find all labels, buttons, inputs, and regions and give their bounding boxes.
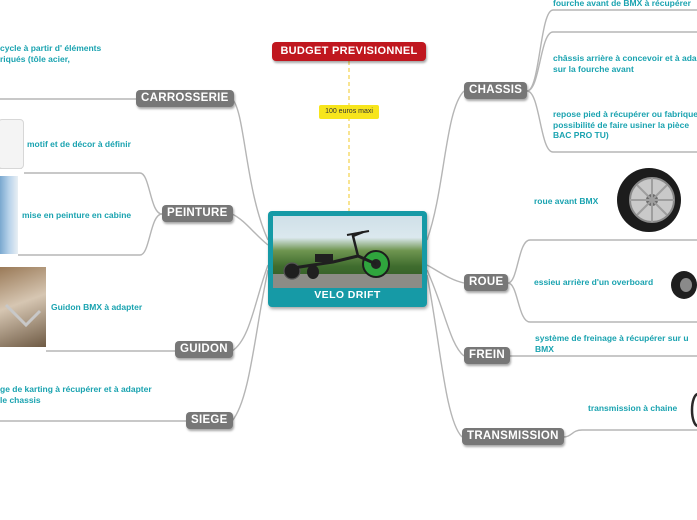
carrosserie-note[interactable]: cycle à partir d' éléments riqués (tôle … bbox=[0, 43, 101, 64]
frein-branch bbox=[426, 269, 465, 357]
transmission-branch bbox=[426, 274, 463, 438]
frein-note[interactable]: système de freinage à récupérer sur u BM… bbox=[535, 333, 689, 354]
guidon-note[interactable]: Guidon BMX à adapter bbox=[51, 302, 143, 312]
wheel-icon bbox=[617, 168, 681, 232]
overboard-axle-image bbox=[668, 270, 697, 300]
drift-trike-icon bbox=[283, 230, 390, 280]
chain-icon bbox=[690, 392, 697, 428]
peinture-note-1[interactable]: motif et de décor à définir bbox=[27, 139, 131, 149]
roue-branch bbox=[426, 264, 465, 284]
roue-note-1[interactable]: roue avant BMX bbox=[534, 196, 599, 206]
chassis-note-2[interactable]: châssis arrière à concevoir et à adapter… bbox=[553, 53, 697, 74]
roue-sub-2 bbox=[507, 282, 697, 323]
chassis-note-3-line-3: BAC PRO TU) bbox=[553, 130, 609, 140]
chassis-sub-2 bbox=[526, 31, 697, 92]
central-title: VELO DRIFT bbox=[314, 289, 381, 301]
peinture-branch bbox=[231, 213, 269, 246]
chain-image bbox=[690, 390, 697, 430]
carrosserie-note-line-2: riqués (tôle acier, bbox=[0, 53, 70, 64]
peinture-sub-1 bbox=[24, 172, 163, 215]
decor-sample-image bbox=[0, 119, 24, 169]
chassis-note-2-line-1: châssis arrière à concevoir et à adapter bbox=[553, 53, 697, 63]
chassis-note-2-line-2: sur la fourche avant bbox=[553, 63, 634, 74]
topic-guidon[interactable]: GUIDON bbox=[175, 341, 233, 358]
chassis-note-3[interactable]: repose pied à récupérer ou fabriquer pos… bbox=[553, 109, 697, 141]
central-topic[interactable]: VELO DRIFT bbox=[268, 211, 427, 307]
chassis-sub-1 bbox=[526, 9, 697, 92]
paint-booth-image bbox=[0, 176, 18, 254]
siege-note-line-2: le chassis bbox=[0, 394, 41, 405]
peinture-sub-2 bbox=[18, 213, 163, 256]
topic-siege[interactable]: SIEGE bbox=[186, 412, 233, 429]
siege-note-line-1: ge de karting à récupérer et à adapter bbox=[0, 384, 152, 394]
topic-chassis[interactable]: CHASSIS bbox=[464, 82, 528, 99]
siege-branch bbox=[231, 269, 269, 422]
hoverboard-wheel-icon bbox=[671, 271, 697, 299]
handlebar-icon bbox=[4, 303, 42, 328]
topic-peinture[interactable]: PEINTURE bbox=[162, 205, 233, 222]
roue-note-2[interactable]: essieu arrière d'un overboard bbox=[534, 277, 654, 287]
topic-transmission[interactable]: TRANSMISSION bbox=[462, 428, 564, 445]
topic-frein[interactable]: FREIN bbox=[464, 347, 510, 364]
frein-note-line-1: système de freinage à récupérer sur u bbox=[535, 333, 689, 343]
topic-roue[interactable]: ROUE bbox=[464, 274, 509, 291]
drift-trike-image bbox=[273, 216, 422, 288]
chassis-note-3-line-2: possibilité de faire usiner la pièce bbox=[553, 119, 690, 130]
chassis-branch bbox=[426, 90, 465, 241]
frein-note-line-2: BMX bbox=[535, 343, 554, 354]
bmx-wheel-image bbox=[614, 165, 684, 235]
carrosserie-branch bbox=[231, 98, 269, 241]
siege-note[interactable]: ge de karting à récupérer et à adapter l… bbox=[0, 384, 152, 405]
chassis-note-3-line-1: repose pied à récupérer ou fabriquer bbox=[553, 109, 697, 119]
budget-sticky-note[interactable]: 100 euros maxi bbox=[319, 105, 379, 119]
transmission-sub bbox=[562, 429, 697, 438]
peinture-note-2[interactable]: mise en peinture en cabine bbox=[22, 210, 132, 220]
guidon-branch bbox=[231, 264, 269, 352]
topic-carrosserie[interactable]: CARROSSERIE bbox=[136, 90, 234, 107]
bmx-handlebar-image bbox=[0, 267, 46, 347]
chassis-note-1[interactable]: fourche avant de BMX à récupérer bbox=[553, 0, 691, 8]
transmission-note[interactable]: transmission à chaine bbox=[588, 403, 678, 413]
roue-sub-1 bbox=[507, 239, 697, 284]
chassis-sub-3 bbox=[526, 90, 697, 153]
budget-topic[interactable]: BUDGET PREVISIONNEL bbox=[272, 42, 426, 61]
carrosserie-note-line-1: cycle à partir d' éléments bbox=[0, 43, 102, 53]
